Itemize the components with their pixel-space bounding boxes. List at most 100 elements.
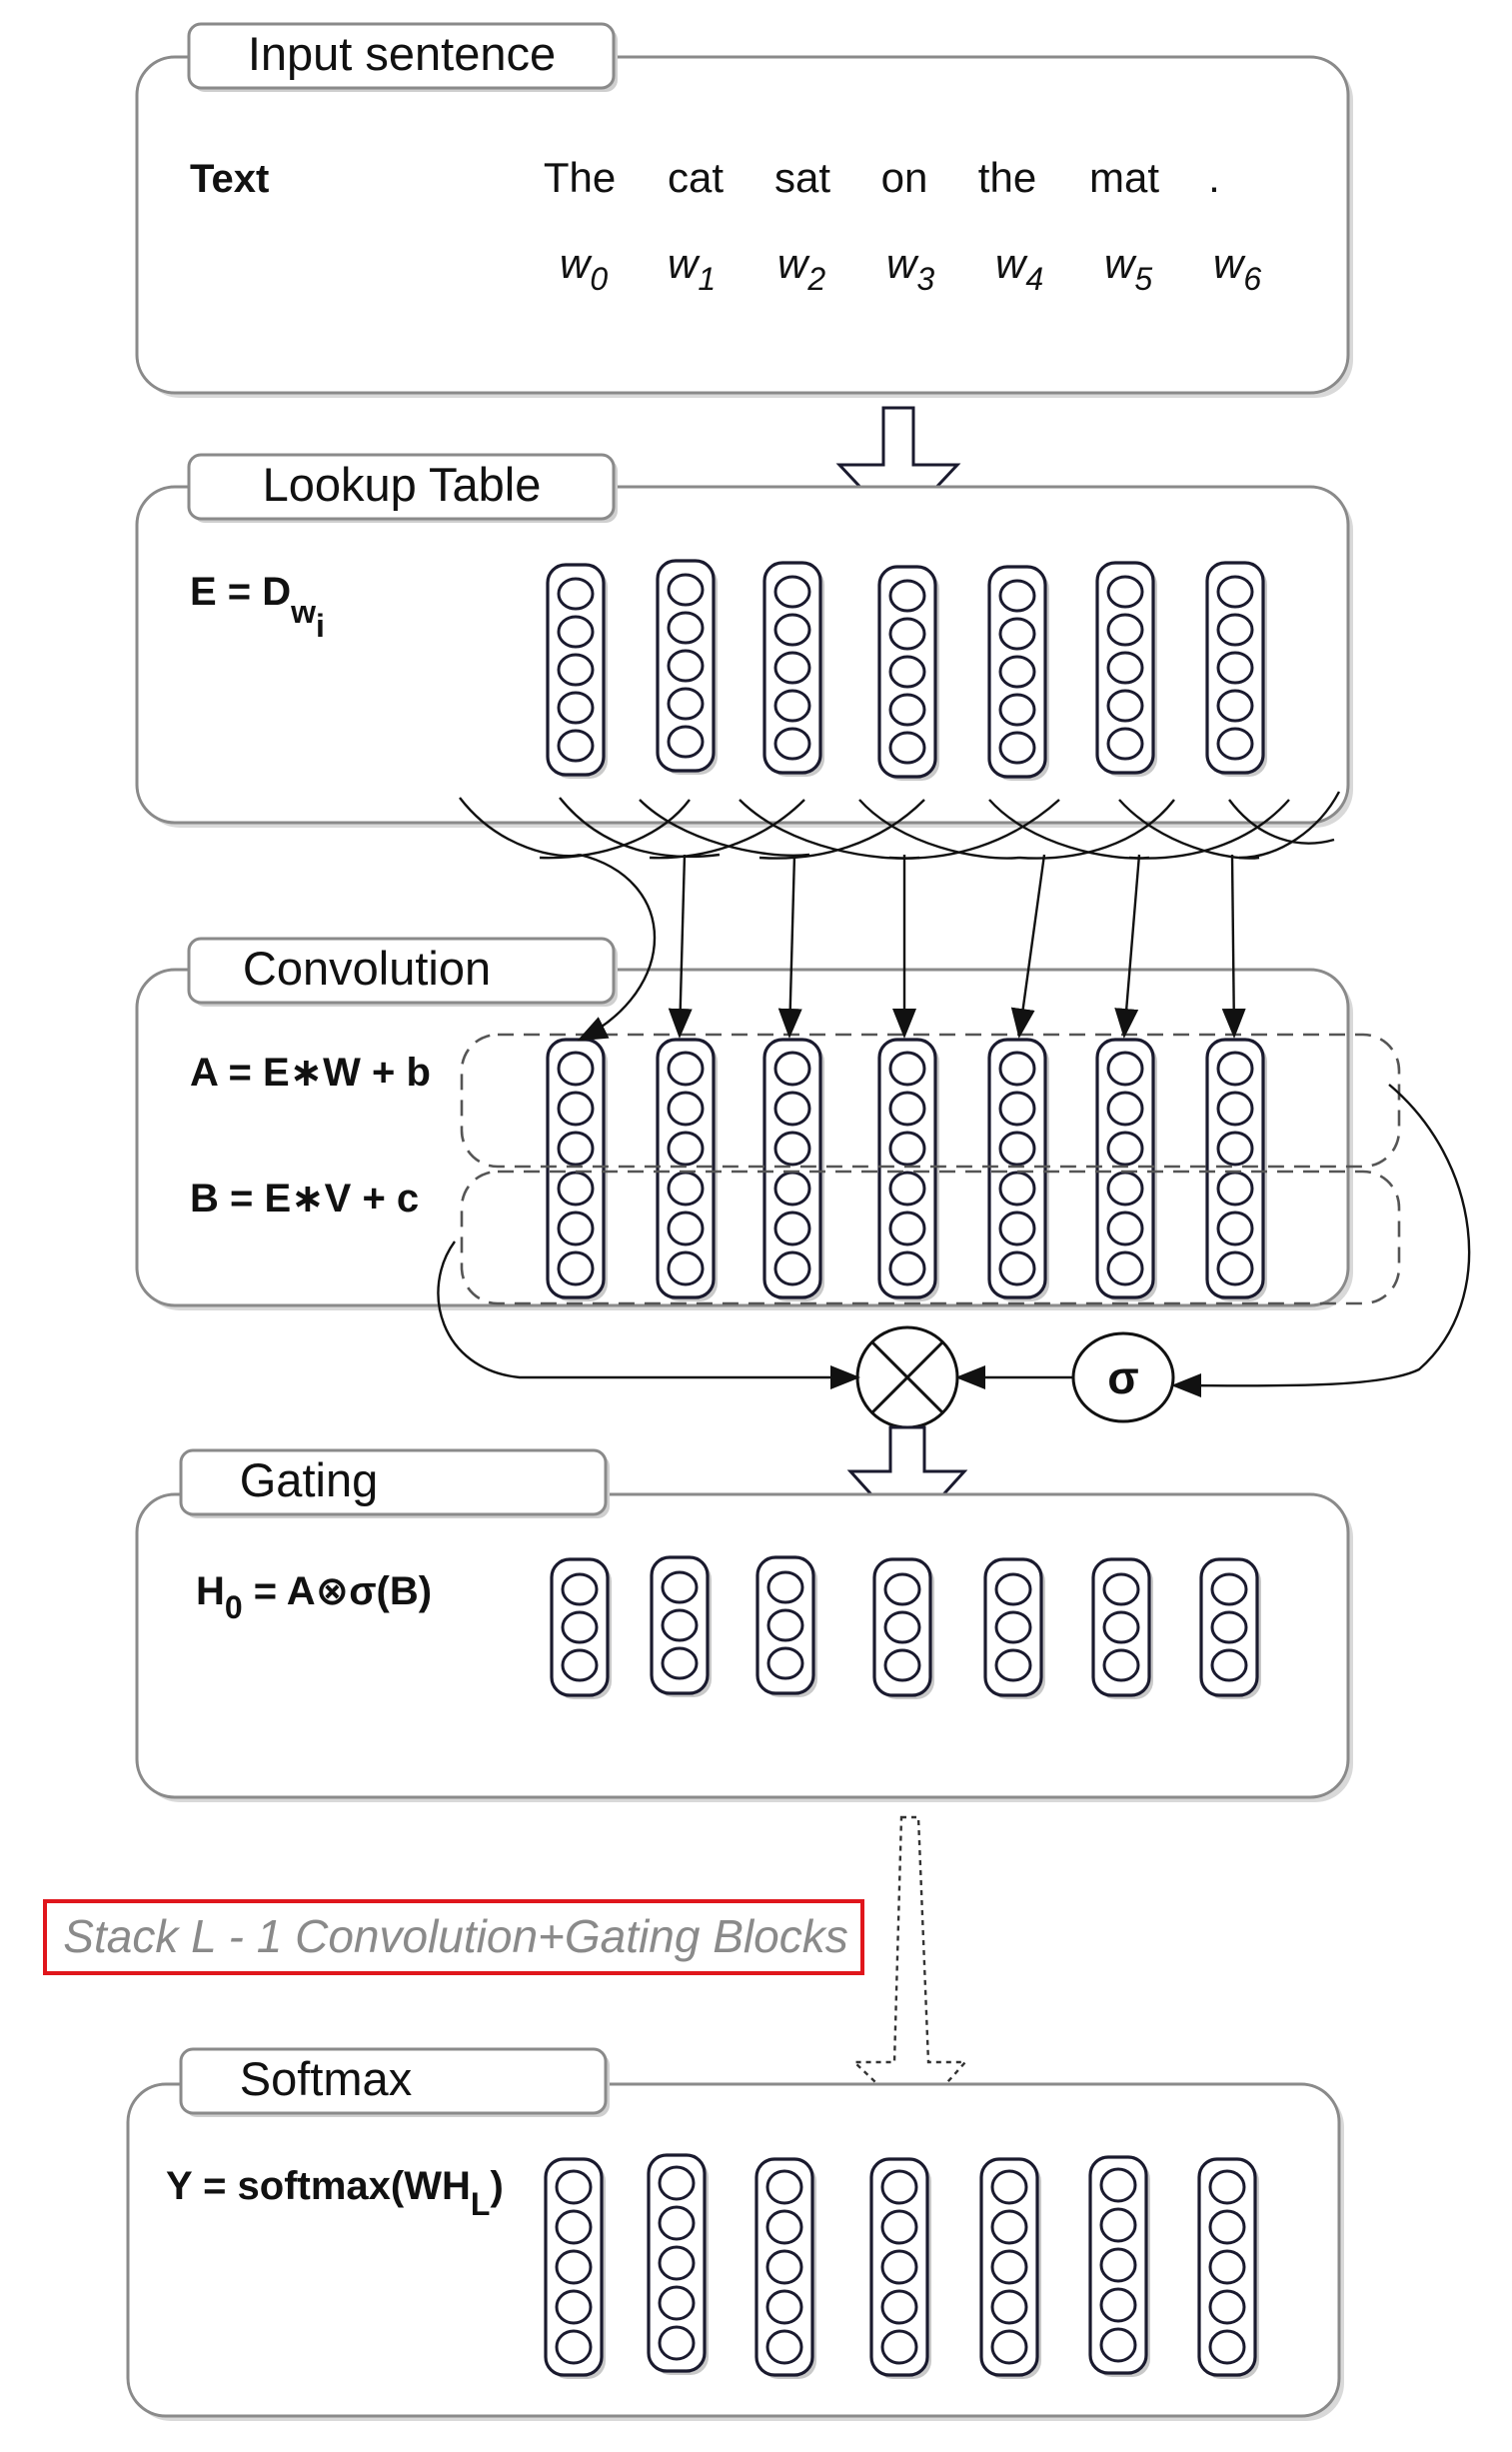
vector-cell (773, 1250, 811, 1286)
vector-cell (888, 1051, 926, 1087)
conv-formula-a: A = E∗W + b (190, 1051, 431, 1095)
vector-cell (557, 653, 595, 687)
vector-cell (555, 2329, 593, 2365)
vector-cell (998, 1131, 1036, 1167)
vector-cell (557, 577, 595, 611)
vector-cell (1106, 689, 1144, 723)
gated-vector (1199, 1557, 1261, 1699)
vector-cell (766, 1646, 804, 1680)
vector-cell (888, 1171, 926, 1207)
convolution-window-connections (459, 791, 1341, 1042)
vector-cell (773, 575, 811, 609)
embedding-vector (546, 563, 608, 779)
gated-vector (756, 1555, 817, 1697)
word-symbol: w3 (886, 240, 934, 297)
vector-cell (557, 691, 595, 725)
gated-vector (1091, 1557, 1153, 1699)
vector-cell (1210, 1610, 1248, 1644)
vector-cell (658, 2165, 696, 2201)
gate-operators: σ (437, 1084, 1471, 1429)
convolution-panel: Convolution A = E∗W + b B = E∗V + c (135, 937, 1401, 1310)
vector-cell (765, 2249, 803, 2285)
lookup-table-panel: Lookup Table E = Dwi (135, 453, 1353, 828)
vector-cell (1210, 1572, 1248, 1606)
gated-vector (650, 1555, 712, 1697)
vector-cell (1099, 2207, 1137, 2243)
vector-cell (557, 1091, 595, 1127)
word-token: The (544, 154, 616, 201)
vector-cell (773, 689, 811, 723)
conv-vector (656, 1038, 718, 1301)
output-vector (1088, 2155, 1150, 2377)
vector-cell (667, 1091, 705, 1127)
vector-cell (1216, 1091, 1254, 1127)
vector-cell (555, 2249, 593, 2285)
vector-cell (1099, 2247, 1137, 2283)
vector-cell (880, 2169, 918, 2205)
vector-cell (1106, 613, 1144, 647)
vector-cell (990, 2289, 1028, 2325)
vector-cell (1102, 1610, 1140, 1644)
vector-cell (667, 573, 705, 607)
vector-cell (1106, 727, 1144, 761)
word-symbol: w2 (777, 240, 825, 297)
vector-cell (555, 2289, 593, 2325)
vector-cell (557, 1131, 595, 1167)
input-sentence-panel: Input sentence Text The cat sat on the m… (135, 22, 1353, 398)
vector-cell (1106, 1051, 1144, 1087)
sigmoid-symbol: σ (1107, 1351, 1138, 1403)
vector-cell (667, 725, 705, 759)
output-vectors (544, 2153, 1259, 2379)
output-vector (979, 2157, 1041, 2379)
word-token: sat (774, 154, 830, 201)
gated-vectors (550, 1555, 1261, 1699)
vector-cell (994, 1572, 1032, 1606)
vector-cell (766, 1608, 804, 1642)
softmax-formula: Y = softmax(WHL) (166, 2164, 504, 2222)
stack-note: Stack L - 1 Convolution+Gating Blocks (43, 1899, 864, 1975)
vector-cell (557, 1171, 595, 1207)
vector-cell (773, 651, 811, 685)
output-vector (869, 2157, 931, 2379)
vector-cell (998, 693, 1036, 727)
vector-cell (888, 1211, 926, 1246)
vector-cell (998, 1171, 1036, 1207)
vector-cell (557, 1211, 595, 1246)
vector-cell (773, 1051, 811, 1087)
lookup-formula: E = Dwi (190, 570, 325, 644)
word-symbol: w4 (995, 240, 1043, 297)
word-symbols: w0 w1 w2 w3 w4 w5 w6 (560, 240, 1261, 297)
vector-cell (888, 1250, 926, 1286)
vector-cell (1099, 2287, 1137, 2323)
vector-cell (561, 1572, 599, 1606)
vector-cell (561, 1648, 599, 1682)
vector-cell (1208, 2209, 1246, 2245)
vector-cell (990, 2169, 1028, 2205)
vector-cell (880, 2209, 918, 2245)
vector-cell (880, 2289, 918, 2325)
vector-cell (1216, 575, 1254, 609)
vector-cell (998, 1211, 1036, 1246)
embedding-vector (656, 559, 718, 775)
vector-cell (1106, 1250, 1144, 1286)
group-a-dashed (460, 1033, 1401, 1169)
output-vector (755, 2157, 816, 2379)
vector-cell (773, 613, 811, 647)
conv-formula-b: B = E∗V + c (190, 1177, 419, 1221)
vector-cell (1216, 689, 1254, 723)
vector-cell (998, 655, 1036, 689)
vector-cell (998, 1250, 1036, 1286)
vector-cell (555, 2169, 593, 2205)
gating-title: Gating (240, 1453, 378, 1506)
vector-cell (661, 1608, 699, 1642)
vector-cell (1099, 2167, 1137, 2203)
vector-cell (1208, 2249, 1246, 2285)
gated-vector (872, 1557, 934, 1699)
vector-cell (658, 2245, 696, 2281)
lookup-table-title: Lookup Table (263, 458, 542, 511)
conv-vector (1095, 1038, 1157, 1301)
vector-cell (557, 729, 595, 763)
word-token: the (978, 154, 1036, 201)
vector-cell (773, 727, 811, 761)
